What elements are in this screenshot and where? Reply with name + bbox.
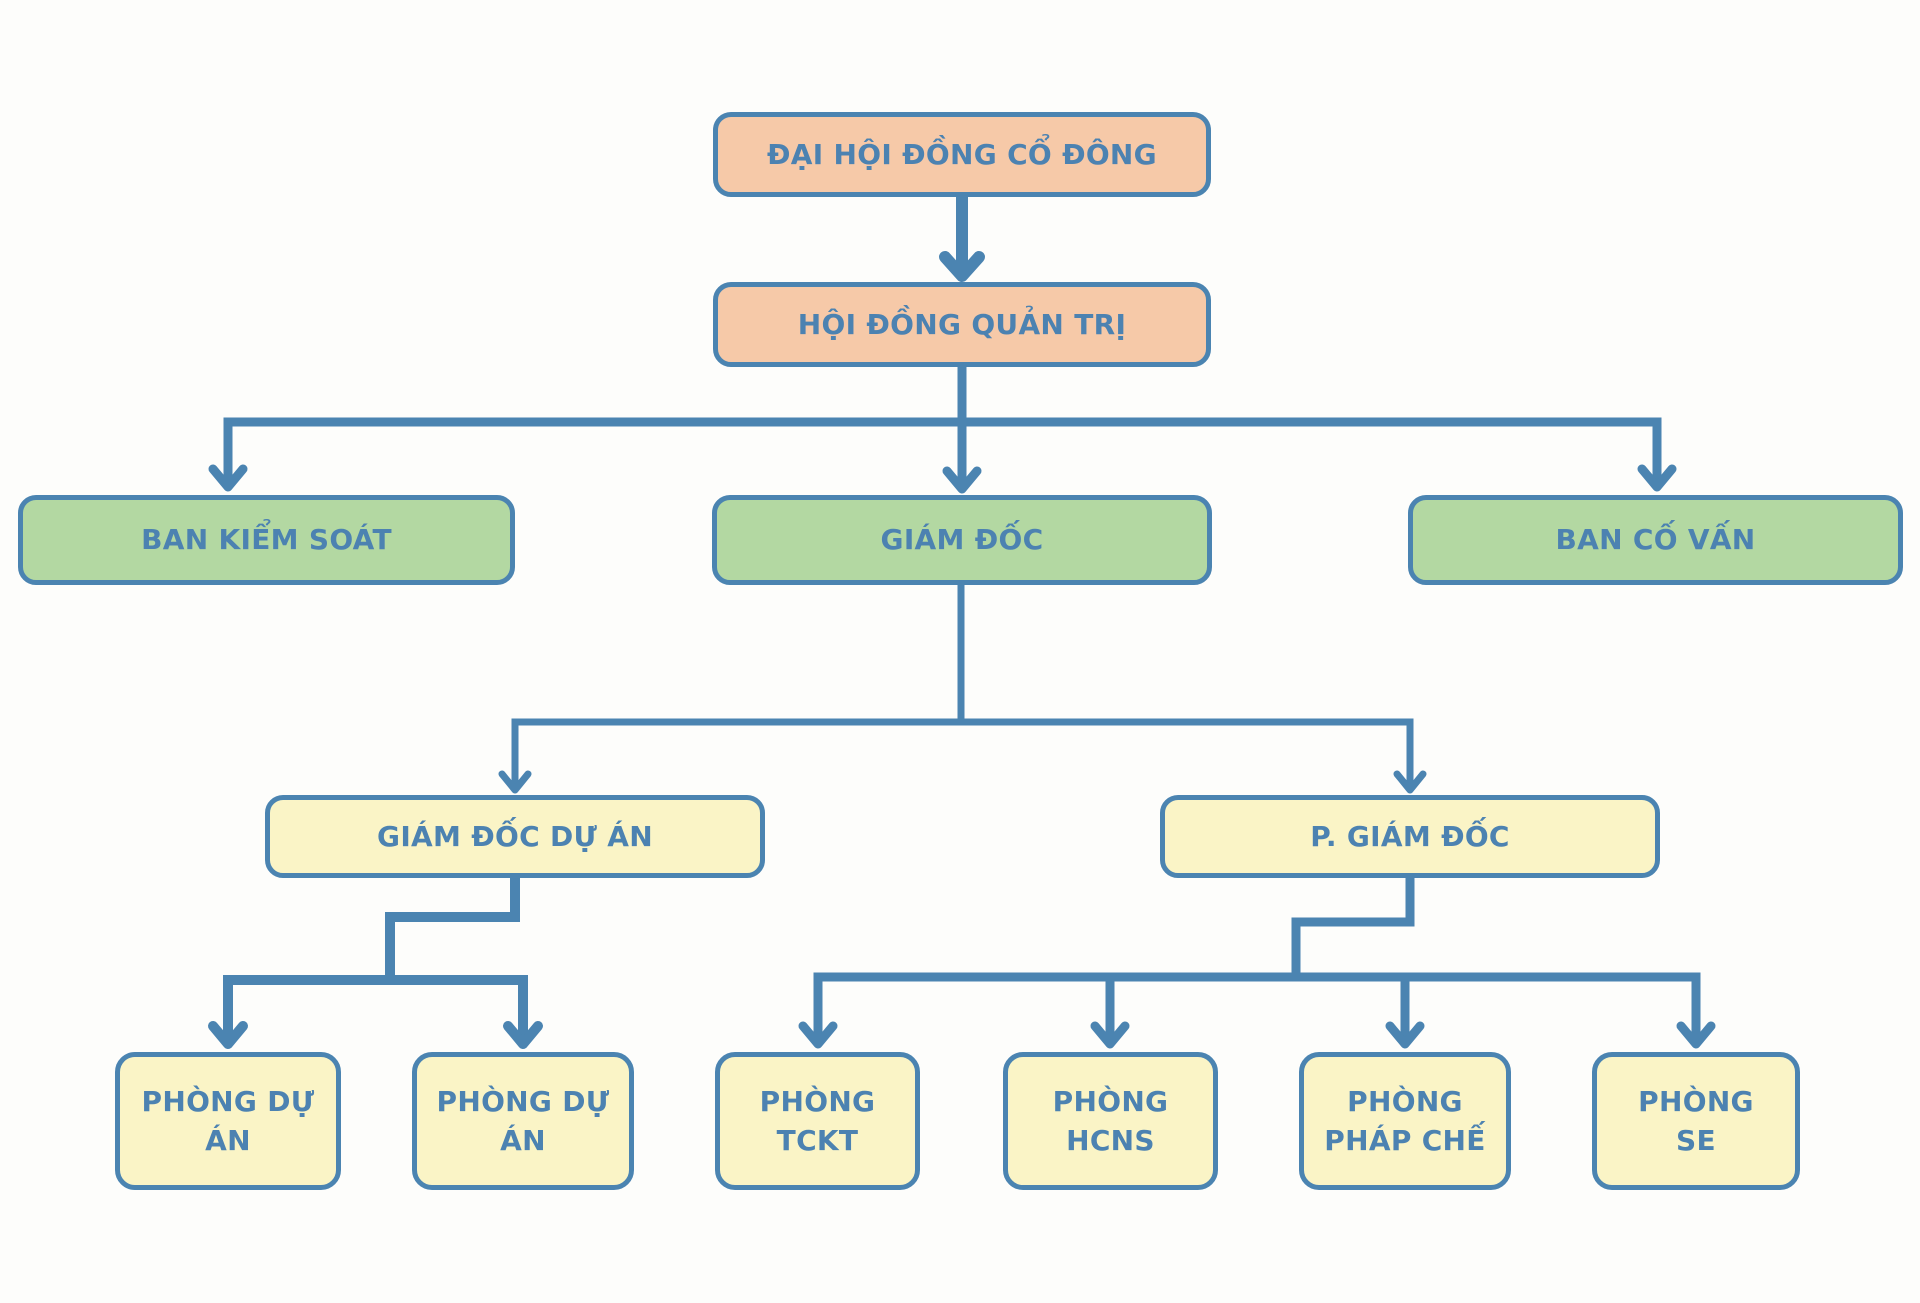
arrowhead-icon bbox=[498, 770, 532, 794]
arrowhead-icon bbox=[1637, 464, 1677, 492]
node-phong-phap-che: PHÒNG PHÁP CHẾ bbox=[1299, 1052, 1511, 1190]
node-phong-du-an-2: PHÒNG DỰ ÁN bbox=[412, 1052, 634, 1190]
node-phong-hcns: PHÒNG HCNS bbox=[1003, 1052, 1218, 1190]
arrowhead-icon bbox=[503, 1021, 543, 1049]
arrowhead-icon bbox=[1090, 1021, 1130, 1049]
arrowhead-icon bbox=[1393, 770, 1427, 794]
node-giam-doc: GIÁM ĐỐC bbox=[712, 495, 1212, 585]
node-ban-kiem-soat: BAN KIỂM SOÁT bbox=[18, 495, 515, 585]
node-hoi-dong-quan-tri: HỘI ĐỒNG QUẢN TRỊ bbox=[713, 282, 1211, 367]
connector-line bbox=[511, 585, 1414, 786]
node-phong-du-an-1: PHÒNG DỰ ÁN bbox=[115, 1052, 341, 1190]
node-giam-doc-du-an: GIÁM ĐỐC DỰ ÁN bbox=[265, 795, 765, 878]
arrowhead-icon bbox=[208, 464, 248, 492]
arrowhead-icon bbox=[208, 1021, 248, 1049]
arrowhead-icon bbox=[1676, 1021, 1716, 1049]
connector-line bbox=[223, 367, 1662, 485]
node-ban-co-van: BAN CỐ VẤN bbox=[1408, 495, 1903, 585]
node-phong-tckt: PHÒNG TCKT bbox=[715, 1052, 920, 1190]
arrowhead-icon bbox=[942, 466, 982, 494]
arrowhead-icon bbox=[1385, 1021, 1425, 1049]
node-p-giam-doc: P. GIÁM ĐỐC bbox=[1160, 795, 1660, 878]
connector-line bbox=[813, 878, 1701, 1040]
connector-line bbox=[223, 878, 528, 1040]
arrowhead-icon bbox=[798, 1021, 838, 1049]
node-dai-hoi-dong-co-dong: ĐẠI HỘI ĐỒNG CỔ ĐÔNG bbox=[713, 112, 1211, 197]
arrowhead-icon bbox=[939, 251, 985, 282]
node-phong-se: PHÒNG SE bbox=[1592, 1052, 1800, 1190]
